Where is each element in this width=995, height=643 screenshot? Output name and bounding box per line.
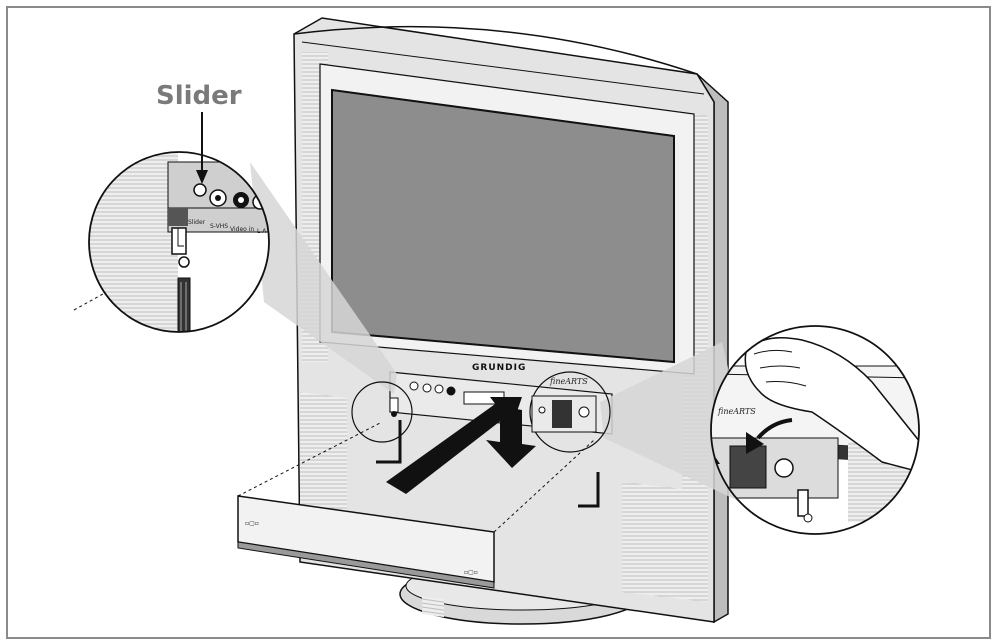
guide-lines <box>73 257 595 533</box>
right-magnifier-series-label: fineARTS <box>717 407 756 416</box>
front-cover-flap: ▫▢▫ ▫▢▫ <box>237 495 495 618</box>
jack-label-videoin: Video in <box>230 226 254 233</box>
tv-brand-label: GRUNDIG <box>472 363 526 373</box>
right-large-magnifier <box>711 326 919 534</box>
hex-key-left <box>376 420 402 464</box>
slider-callout-title: Slider <box>156 81 242 111</box>
jack-label-la: L A <box>257 228 267 235</box>
svg-text:▫▢▫: ▫▢▫ <box>464 569 478 576</box>
left-small-magnifier <box>351 381 413 443</box>
right-small-panel <box>531 395 597 433</box>
jack-label-svhs: S-VHS <box>210 223 228 230</box>
slider-callout-arrow <box>196 112 208 184</box>
down-arrow <box>486 406 536 468</box>
illustration-frame: GRUNDIG fineARTS ▫▢▫ ▫▢▫ <box>6 6 991 639</box>
left-magnifier-beam <box>250 162 397 394</box>
left-small-clip <box>389 397 399 417</box>
tv-installation-diagram: GRUNDIG fineARTS ▫▢▫ ▫▢▫ <box>73 17 920 625</box>
jack-label-slider: Slider <box>188 219 206 226</box>
hex-key-right <box>578 472 600 508</box>
svg-text:▫▢▫: ▫▢▫ <box>245 520 259 527</box>
tv-cabinet <box>293 17 729 624</box>
push-down-arrow <box>746 418 793 454</box>
left-large-magnifier <box>89 152 269 332</box>
right-small-magnifier <box>529 371 611 453</box>
tv-series-label: fineARTS <box>549 377 588 386</box>
